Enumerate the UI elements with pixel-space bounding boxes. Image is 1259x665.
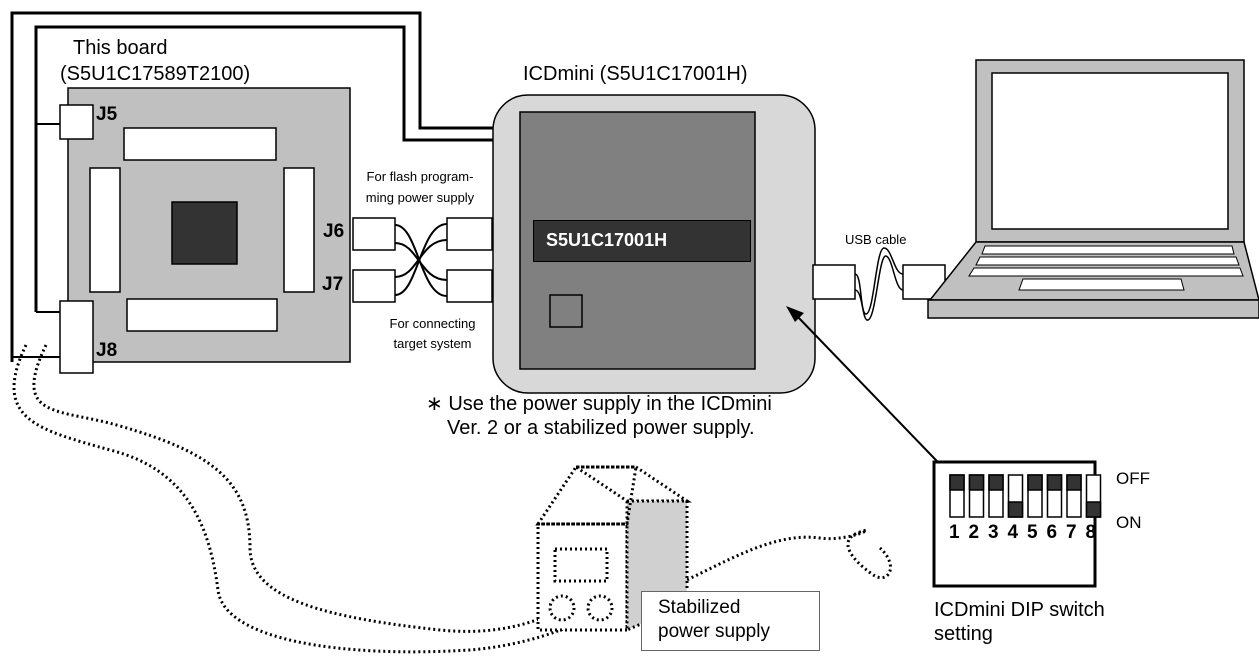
dip-number-2: 2 — [968, 522, 980, 543]
j7-label: J7 — [322, 274, 344, 295]
usb-cable-line-2 — [854, 255, 904, 321]
dip-switch-knob-3 — [988, 474, 1004, 491]
dip-switches — [949, 474, 1102, 518]
dip-switch-knob-5 — [1027, 474, 1043, 491]
icdmini-title: ICDmini (S5U1C17001H) — [523, 63, 748, 85]
dip-switch-knob-6 — [1046, 474, 1063, 491]
j7-connector — [352, 269, 396, 303]
target-system-label-line2: target system — [393, 336, 472, 351]
dip-switch-knob-2 — [968, 474, 985, 491]
j5-connector — [59, 104, 94, 140]
flash-power-label-line2: ming power supply — [365, 190, 475, 205]
power-supply-label-line2: power supply — [658, 621, 770, 642]
dip-caption-line1: ICDmini DIP switch — [934, 599, 1105, 621]
board-title-line2: (S5U1C17589T2100) — [60, 63, 251, 85]
dip-caption-line2: setting — [934, 623, 993, 645]
power-supply-label-line1: Stabilized — [658, 597, 741, 618]
crossed-cables — [394, 223, 448, 297]
j5-label: J5 — [96, 104, 118, 125]
dip-number-8: 8 — [1085, 522, 1097, 543]
j6-connector — [352, 217, 396, 251]
icd-connector-lower — [446, 269, 493, 303]
power-note-line1: ∗ Use the power supply in the ICDmini — [426, 393, 772, 415]
flash-power-label-line1: For flash program- — [366, 169, 474, 184]
board-connector-left — [89, 167, 121, 293]
dip-off-label: OFF — [1116, 469, 1150, 488]
dip-number-7: 7 — [1066, 522, 1077, 543]
dip-switch-knob-4 — [1007, 501, 1024, 518]
icdmini-led — [549, 294, 583, 328]
dip-number-1: 1 — [949, 522, 960, 543]
dip-number-5: 5 — [1027, 522, 1038, 543]
dip-pointer-arrow — [795, 314, 961, 486]
board-connector-right — [283, 167, 315, 293]
power-note-line2: Ver. 2 or a stabilized power supply. — [447, 417, 755, 439]
dip-switch-knob-8 — [1085, 501, 1102, 518]
board-mcu-chip — [171, 201, 238, 265]
dip-number-6: 6 — [1046, 522, 1058, 543]
power-supply-label-box: Stabilized power supply — [641, 591, 820, 651]
j8-label: J8 — [96, 340, 118, 361]
board-title-line1: This board — [73, 37, 168, 59]
laptop — [927, 59, 1259, 319]
usb-cable-label: USB cable — [845, 232, 907, 247]
board-connector-bottom — [126, 298, 278, 332]
power-supply-dotted-cables — [12, 344, 892, 654]
board-side-wires — [11, 123, 62, 358]
dip-switch-knob-1 — [949, 474, 965, 491]
dip-number-3: 3 — [988, 522, 999, 543]
dip-number-4: 4 — [1007, 522, 1019, 543]
icd-connector-upper — [446, 217, 493, 251]
arrow-head-icon — [786, 306, 804, 322]
dip-switch-knob-7 — [1066, 474, 1082, 491]
usb-cable-line — [854, 247, 904, 315]
target-system-label-line1: For connecting — [389, 316, 476, 331]
icdmini-chip-label: S5U1C17001H — [533, 220, 751, 262]
usb-plug-icd — [812, 264, 856, 300]
board-connector-top — [123, 127, 277, 161]
j6-label: J6 — [323, 221, 345, 242]
icd-to-board-cables — [10, 11, 497, 362]
dip-on-label: ON — [1116, 513, 1142, 532]
j8-connector — [59, 300, 94, 374]
